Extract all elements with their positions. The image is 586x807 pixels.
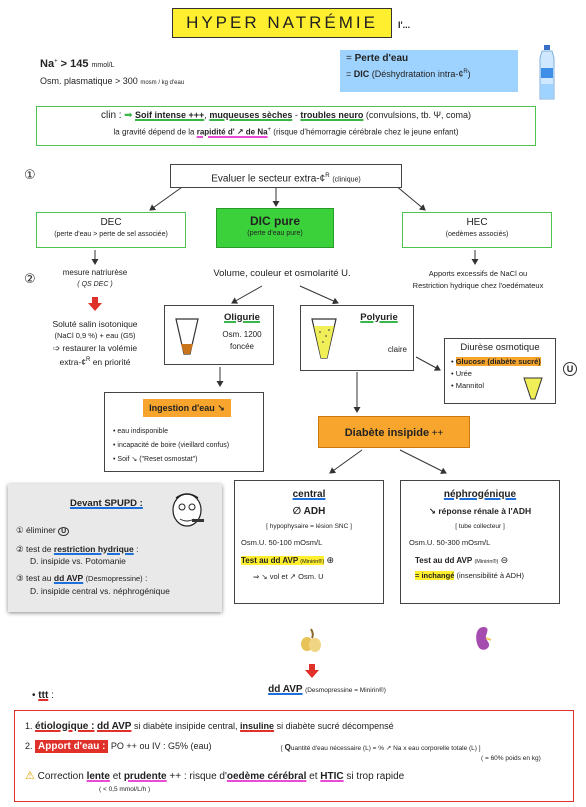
beaker-glucose-icon: [523, 377, 543, 400]
na-label: Na: [40, 58, 55, 70]
ingestion-box: Ingestion d'eau ↘ • eau indisponible • i…: [104, 392, 264, 472]
warning-icon: ⚠: [25, 770, 35, 782]
dic-pure-box: DIC pure (perte d'eau pure): [216, 208, 334, 248]
hec-box: HEC (oedèmes associés): [402, 212, 552, 248]
beaker-light-icon: [311, 318, 337, 359]
beaker-dark-icon: [175, 318, 199, 355]
glucose-item: Glucose (diabète sucré): [455, 357, 541, 366]
na-value: > 145: [60, 58, 89, 70]
dec-box: DEC (perte d'eau > perte de sel associée…: [36, 212, 186, 248]
u-marker-small-icon: U: [58, 527, 70, 536]
step2-number: ②: [24, 272, 36, 287]
osm-unit: mosm / kg d'eau: [140, 80, 185, 86]
dd-avp-label: dd AVP (Desmopressine = Minirin®): [268, 684, 386, 695]
down-arrow-icon: [88, 297, 102, 311]
central-box: central ∅ ADH [ hypophysaire = lésion SN…: [234, 480, 384, 604]
natremia-criteria: Na+ > 145 mmol/L Osm. plasmatique > 300 …: [40, 58, 185, 86]
osm-label: Osm. plasmatique > 300: [40, 76, 138, 86]
arrow-right-icon: ➡: [124, 110, 133, 121]
spupd-box: Devant SPUPD : ① éliminer U ② test de re…: [8, 484, 222, 612]
pituitary-gland-icon: [301, 628, 321, 652]
volume-criteria: Volume, couleur et osmolarité U.: [213, 268, 351, 279]
definition-box: = Perte d'eau = DIC (Déshydratation intr…: [340, 50, 518, 92]
clinic-label: clin :: [101, 110, 122, 121]
ingestion-title: Ingestion d'eau ↘: [143, 399, 231, 417]
central-test: Test au dd AVP (Minirin®): [241, 556, 325, 565]
down-arrow-red-icon: [305, 664, 319, 678]
u-marker-icon: U: [563, 362, 577, 376]
step1-number: ①: [24, 168, 36, 183]
hec-causes: Apports excessifs de NaCl ou Restriction…: [412, 269, 544, 290]
clinic-box: clin : ➡ Soif intense +++, muqueuses sèc…: [36, 106, 536, 146]
dic-label: DIC: [353, 69, 370, 79]
diurese-box: Diurèse osmotique • Glucose (diabète suc…: [444, 338, 556, 404]
doctor-face-icon: [172, 493, 204, 527]
treatment-box: 1. étiologique : dd AVP si diabète insip…: [14, 710, 574, 802]
title-suffix: I'...: [398, 20, 411, 30]
perte-eau-label: Perte d'eau: [354, 53, 409, 64]
page-title: HYPER NATRÉMIE: [186, 13, 378, 32]
na-unit: mmol/L: [91, 62, 115, 69]
apport-eau-label: Apport d'eau :: [35, 740, 109, 753]
oligurie-box: Oligurie Osm. 1200 foncée: [164, 305, 274, 365]
ttt-label: • ttt :: [32, 690, 54, 701]
dec-management: mesure natriurèse ( QS DEC ): [62, 268, 128, 288]
dec-treatment: Soluté salin isotonique (NaCl 0,9 %) + e…: [52, 319, 138, 367]
kidney-icon: [476, 627, 492, 650]
step1-box: Evaluer le secteur extra-¢R (clinique): [170, 164, 402, 188]
diabete-insipide-box: Diabète insipide ++: [318, 416, 470, 448]
water-bottle-icon: [539, 45, 555, 100]
nephro-box: néphrogénique ↘ réponse rénale à l'ADH […: [400, 480, 560, 604]
polyurie-box: Polyurie claire: [300, 305, 414, 371]
title-banner: HYPER NATRÉMIE: [172, 8, 392, 38]
